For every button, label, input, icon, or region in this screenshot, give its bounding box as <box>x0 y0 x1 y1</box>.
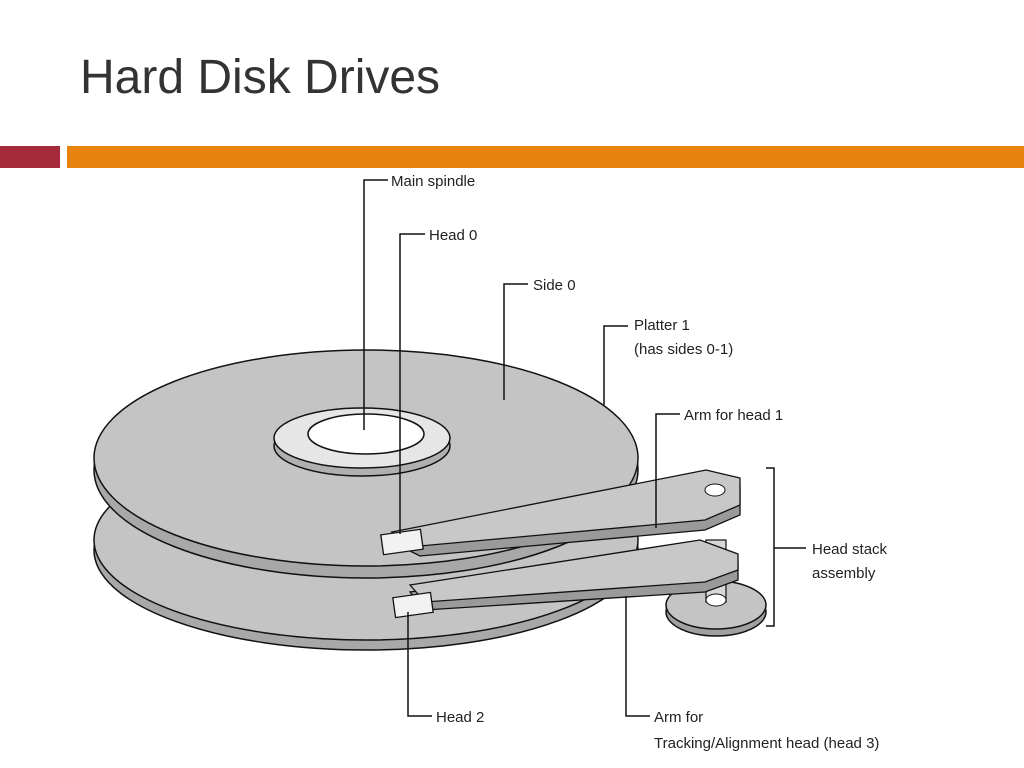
leader-main-spindle <box>363 179 388 430</box>
label-head-2: Head 2 <box>436 709 484 726</box>
slide-title: Hard Disk Drives <box>80 51 441 104</box>
head-2-slider <box>392 591 434 619</box>
leader-head-stack <box>766 467 775 627</box>
label-arm-tracking-head-3: Tracking/Alignment head (head 3) <box>654 735 879 752</box>
leader-platter-1 <box>603 325 628 405</box>
accent-bar-left <box>0 146 60 168</box>
leader-side-0 <box>503 283 528 400</box>
leader-arm-tracking <box>625 596 650 717</box>
label-head-stack-assembly: assembly <box>812 565 876 582</box>
hard-disk-diagram: Main spindle Head 0 Side 0 Platter 1 (ha… <box>93 173 888 752</box>
label-main-spindle: Main spindle <box>391 173 475 190</box>
label-platter-1: Platter 1 <box>634 317 690 334</box>
label-head-stack: Head stack <box>812 541 888 558</box>
label-head-0: Head 0 <box>429 227 477 244</box>
leader-lines <box>363 179 806 717</box>
leader-arm-head-1 <box>655 413 680 528</box>
accent-bar-right <box>67 146 1024 168</box>
lower-arm <box>408 539 739 611</box>
label-platter-1-sides: (has sides 0-1) <box>634 341 733 358</box>
spindle-hub <box>273 407 451 477</box>
label-side-0: Side 0 <box>533 277 576 294</box>
leader-head-0 <box>399 233 425 534</box>
label-arm-tracking: Arm for <box>654 709 703 726</box>
label-arm-head-1: Arm for head 1 <box>684 407 783 424</box>
leader-head-2 <box>407 612 432 717</box>
